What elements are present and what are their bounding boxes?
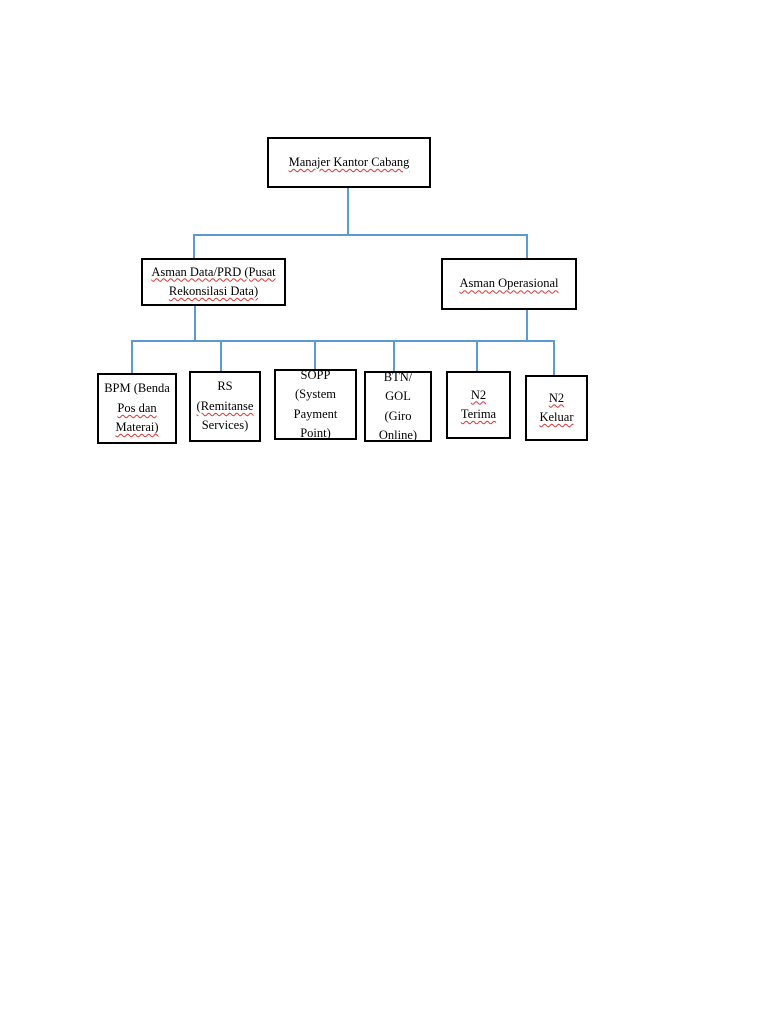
node-label: N2 Keluar — [527, 389, 586, 428]
node-btn-gol: BTN/ GOL (Giro Online) — [364, 370, 432, 442]
node-bpm: BPM (Benda Pos dan Materai) — [97, 373, 177, 444]
connector-level3-bar — [131, 340, 555, 342]
connector-bpm — [131, 340, 133, 374]
node-label: Asman Data/PRD (Pusat Rekonsilasi Data) — [147, 263, 279, 302]
connector-n2-keluar — [553, 340, 555, 376]
node-label: BTN/ GOL (Giro Online) — [366, 368, 430, 446]
node-label-line-1: N2 Keluar — [539, 390, 574, 424]
node-label-line-1: BPM (Benda — [104, 381, 170, 396]
node-asman-data-prd: Asman Data/PRD (Pusat Rekonsilasi Data) — [141, 258, 286, 306]
node-label-line-1: RS — [217, 379, 233, 394]
node-label-line-3: Materai) — [115, 420, 159, 435]
connector-right-branch — [526, 234, 528, 259]
node-label: SOPP (System Payment Point) — [276, 366, 355, 444]
connector-left-down — [194, 305, 196, 341]
node-asman-operasional: Asman Operasional — [441, 258, 577, 310]
node-label: BPM (Benda Pos dan Materai) — [100, 379, 174, 437]
node-label-line-2: Pos dan — [117, 400, 157, 415]
node-label: Manajer Kantor Cabang — [288, 154, 410, 169]
connector-level2-bar — [193, 234, 528, 236]
node-label-line-1: N2 Terima — [460, 387, 497, 421]
node-rs: RS (Remitanse Services) — [189, 371, 261, 442]
node-label: N2 Terima — [448, 386, 509, 425]
connector-right-down — [526, 309, 528, 341]
connector-n2-terima — [476, 340, 478, 372]
node-label-line-1: BTN/ GOL — [383, 369, 413, 404]
node-n2-keluar: N2 Keluar — [525, 375, 588, 441]
node-label-line-1: Asman Data/PRD (Pusat — [151, 264, 276, 279]
node-label-line-2: (Giro — [384, 408, 412, 423]
node-label-line-2: Payment — [293, 406, 338, 421]
node-label-line-3: Online) — [378, 427, 418, 442]
node-label-line-3: Services) — [201, 418, 249, 433]
node-label: Asman Operasional — [459, 276, 559, 291]
node-sopp: SOPP (System Payment Point) — [274, 368, 357, 440]
node-label-line-3: Point) — [300, 425, 331, 440]
connector-left-branch — [193, 234, 195, 259]
node-label-line-2: (Remitanse — [196, 398, 254, 413]
node-manajer-kantor-cabang: Manajer Kantor Cabang — [267, 137, 431, 188]
node-n2-terima: N2 Terima — [446, 371, 511, 439]
connector-sopp — [314, 340, 316, 370]
connector-rs — [220, 340, 222, 372]
node-label-line-2: Rekonsilasi Data) — [168, 284, 259, 298]
connector-root-down — [347, 187, 349, 235]
connector-btn-gol — [393, 340, 395, 372]
node-label: RS (Remitanse Services) — [193, 377, 258, 435]
node-label-line-1: SOPP (System — [295, 367, 336, 402]
